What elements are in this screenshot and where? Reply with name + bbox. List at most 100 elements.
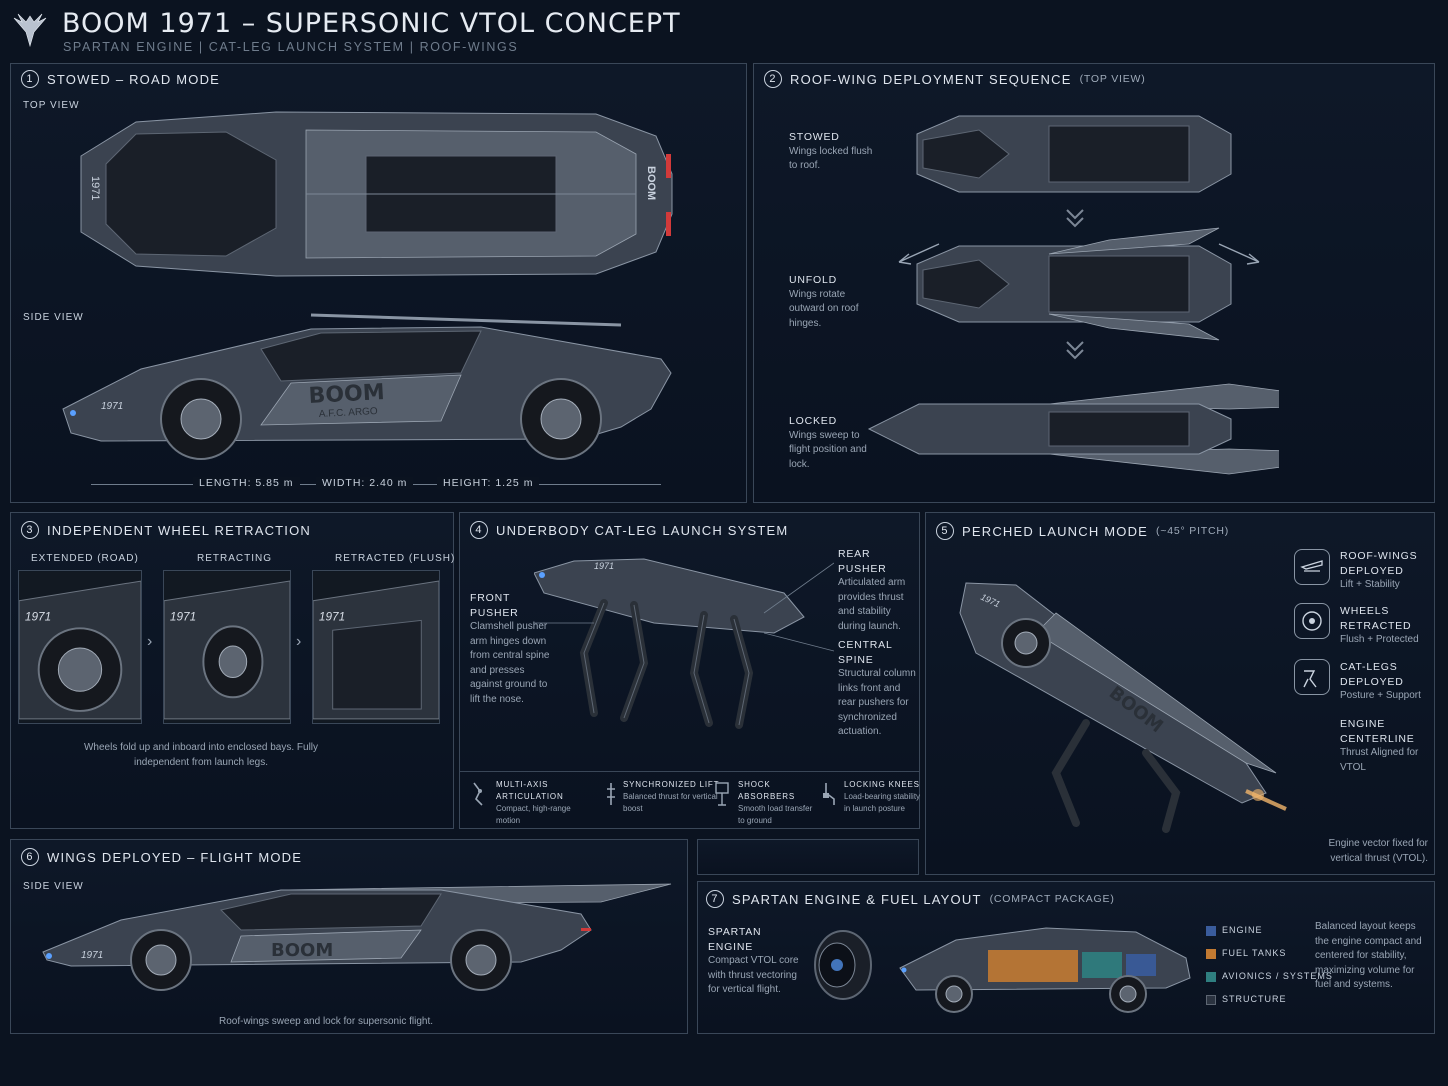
callout-text: Structural column links front and rear p… (838, 668, 916, 737)
wheel-frame-retracted: 1971 (312, 570, 440, 724)
legend-swatch-structure (1206, 995, 1216, 1005)
side-view-illustration: BOOM A.F.C. ARGO 1971 (62, 313, 672, 460)
page-title: BOOM 1971 – SUPERSONIC VTOL CONCEPT (62, 8, 681, 39)
callout-text: Clamshell pusher arm hinges down from ce… (470, 621, 550, 705)
layout-note: Balanced layout keeps the engine compact… (1315, 921, 1422, 990)
wheel-icon (1294, 603, 1330, 639)
panel-title: 6 WINGS DEPLOYED – FLIGHT MODE (21, 848, 302, 866)
panel-title-text: WINGS DEPLOYED – FLIGHT MODE (47, 849, 303, 865)
locking-knee-icon (823, 783, 835, 805)
panel-title-text: ROOF-WING DEPLOYMENT SEQUENCE (790, 71, 1072, 87)
panel-roof-wing-sequence: 2 ROOF-WING DEPLOYMENT SEQUENCE (TOP VIE… (753, 63, 1435, 503)
item-head: ROOF-WINGS DEPLOYED (1340, 550, 1418, 577)
spartan-engine-callout: SPARTAN ENGINE Compact VTOL core with th… (708, 925, 808, 998)
panel-stowed-road-mode: 1 STOWED – ROAD MODE TOP VIEW SIDE VIEW … (10, 63, 747, 503)
frame-label-retracting: RETRACTING (197, 553, 272, 564)
legend-label-fuel: FUEL TANKS (1222, 948, 1287, 958)
cutaway-illustration (899, 927, 1191, 1013)
perched-illustration: BOOM 1971 (959, 582, 1287, 833)
side-view-label: SIDE VIEW (23, 881, 84, 892)
flight-mode-illustration: BOOM 1971 (42, 883, 672, 991)
item-head: WHEELS RETRACTED (1340, 605, 1412, 632)
feature-text: Load-bearing stability in launch posture (844, 792, 921, 813)
legend-label-engine: ENGINE (1222, 925, 1263, 935)
step-number: 7 (706, 890, 724, 908)
feature-head: SYNCHRONIZED LIFT (623, 780, 720, 789)
badge-1971-side: 1971 (101, 401, 123, 412)
panel-title-text: STOWED – ROAD MODE (47, 71, 221, 87)
perched-item-cat-legs: CAT-LEGS DEPLOYED Posture + Support (1340, 660, 1436, 704)
page-subtitle: SPARTAN ENGINE | CAT-LEG LAUNCH SYSTEM |… (63, 40, 519, 54)
flight-caption: Roof-wings sweep and lock for supersonic… (219, 1016, 433, 1027)
panel-flight-mode: 6 WINGS DEPLOYED – FLIGHT MODE SIDE VIEW… (10, 839, 688, 1034)
chevron-right-icon: › (147, 633, 153, 650)
feature-head: LOCKING KNEES (844, 780, 920, 789)
item-head: ENGINE CENTERLINE (1340, 718, 1415, 745)
central-spine-callout: CENTRAL SPINE Structural column links fr… (838, 638, 918, 740)
callout-head: CENTRAL SPINE (838, 639, 893, 666)
top-view-illustration: 1971 BOOM (80, 111, 673, 277)
panel-title-text: SPARTAN ENGINE & FUEL LAYOUT (732, 891, 982, 907)
chevron-right-icon: › (296, 633, 302, 650)
item-head: CAT-LEGS DEPLOYED (1340, 661, 1404, 688)
badge-1971: 1971 (319, 609, 345, 623)
panel-title-small: (~45° PITCH) (1156, 525, 1230, 537)
feature-text: Smooth load transfer to ground (738, 804, 813, 825)
length-label: LENGTH: 5.85 m (193, 477, 300, 489)
top-view-label: TOP VIEW (23, 100, 80, 111)
cat-leg-icon (1294, 659, 1330, 695)
step-head: UNFOLD (789, 274, 837, 286)
width-label: WIDTH: 2.40 m (316, 477, 414, 489)
spacer-frame (697, 839, 919, 875)
legend-label-structure: STRUCTURE (1222, 994, 1287, 1004)
step-head: LOCKED (789, 415, 837, 427)
panel-title-text: PERCHED LAUNCH MODE (962, 523, 1149, 539)
legend-swatch-avionics (1206, 972, 1216, 982)
engine-illustration (814, 930, 872, 1000)
step-number: 2 (764, 70, 782, 88)
shock-absorber-icon (715, 782, 729, 806)
step-unfold: UNFOLD Wings rotate outward on roof hing… (789, 273, 879, 331)
articulation-icon (473, 782, 483, 806)
feature-text: Compact, high-range motion (496, 804, 571, 825)
feature-articulation: MULTI-AXIS ARTICULATION Compact, high-ra… (496, 779, 596, 827)
item-text: Flush + Protected (1340, 634, 1419, 645)
panel-title: 7 SPARTAN ENGINE & FUEL LAYOUT (COMPACT … (706, 890, 1115, 908)
step-text: Wings locked flush to roof. (789, 145, 873, 172)
step-text: Wings sweep to flight position and lock. (789, 429, 867, 470)
panel-title: 5 PERCHED LAUNCH MODE (~45° PITCH) (936, 522, 1229, 540)
feature-head: MULTI-AXIS ARTICULATION (496, 780, 564, 801)
frame-label-extended: EXTENDED (ROAD) (31, 553, 139, 564)
frame-label-retracted: RETRACTED (FLUSH) (335, 553, 456, 564)
item-text: Posture + Support (1340, 690, 1421, 701)
boom-side-text: BOOM (308, 380, 385, 409)
rear-pusher-callout: REAR PUSHER Articulated arm provides thr… (838, 547, 918, 634)
side-view-label: SIDE VIEW (23, 312, 84, 323)
wheel-frame-retracting: 1971 (163, 570, 291, 724)
cat-leg-illustration: 1971 (534, 558, 834, 729)
panel-wheel-retraction: 3 INDEPENDENT WHEEL RETRACTION EXTENDED … (10, 512, 454, 829)
feature-head: SHOCK ABSORBERS (738, 780, 795, 801)
legend-label-avionics: AVIONICS / SYSTEMS (1222, 971, 1333, 981)
wing-icon (1294, 549, 1330, 585)
step-number: 5 (936, 522, 954, 540)
panel-cat-leg-launch: 4 UNDERBODY CAT-LEG LAUNCH SYSTEM FRONT … (459, 512, 920, 829)
badge-1971: 1971 (25, 609, 51, 623)
wheel-caption: Wheels fold up and inboard into enclosed… (83, 742, 319, 768)
item-text: Lift + Stability (1340, 579, 1400, 590)
callout-text: Articulated arm provides thrust and stab… (838, 577, 906, 632)
wheel-frame-extended: 1971 (18, 570, 142, 724)
features-divider (460, 771, 919, 772)
panel-perched-launch: 5 PERCHED LAUNCH MODE (~45° PITCH) BOOM … (925, 512, 1435, 875)
perched-item-engine: ENGINE CENTERLINE Thrust Aligned for VTO… (1340, 717, 1430, 775)
step-number: 3 (21, 521, 39, 539)
argo-side-text: A.F.C. ARGO (319, 406, 379, 420)
height-label: HEIGHT: 1.25 m (437, 477, 540, 489)
step-number: 1 (21, 70, 39, 88)
panel-title-text: INDEPENDENT WHEEL RETRACTION (47, 522, 312, 538)
badge-1971: 1971 (594, 561, 614, 571)
feature-sync-lift: SYNCHRONIZED LIFT Balanced thrust for ve… (623, 779, 723, 815)
feature-text: Balanced thrust for vertical boost (623, 792, 718, 813)
sync-lift-icon (607, 783, 615, 805)
step-head: STOWED (789, 131, 840, 143)
